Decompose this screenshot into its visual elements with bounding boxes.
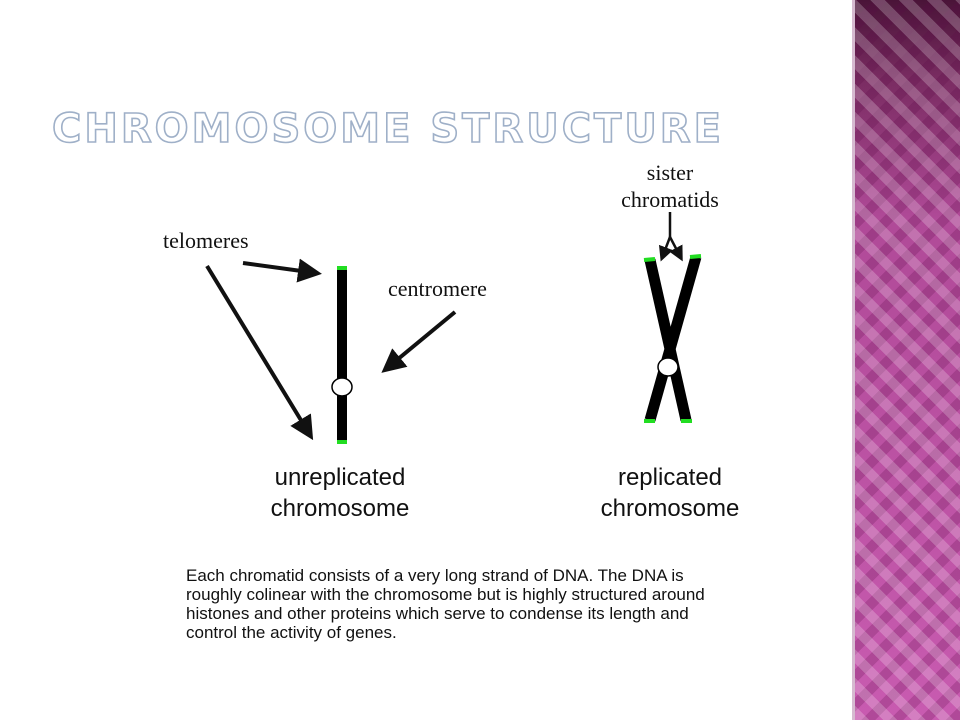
arrow-telomere-bottom	[205, 264, 314, 441]
label-replicated: replicated	[618, 464, 722, 491]
arrow-sister-right	[668, 236, 683, 262]
slide-title-graphic: Chromosome Structure	[51, 105, 722, 153]
chromatid-right	[644, 255, 702, 422]
decorative-side-strip	[855, 0, 960, 720]
label-centromere: centromere	[388, 276, 487, 301]
label-unreplicated-chromosome: chromosome	[271, 495, 410, 522]
label-unreplicated: unreplicated	[275, 464, 406, 491]
centromere	[657, 357, 679, 377]
centromere	[331, 377, 353, 397]
arrow-centromere	[381, 310, 457, 373]
label-telomeres: telomeres	[163, 228, 249, 253]
caption-paragraph: Each chromatid consists of a very long s…	[186, 566, 886, 642]
caption-line: control the activity of genes.	[186, 623, 397, 642]
telomere-left-top	[643, 257, 656, 262]
caption-line: histones and other proteins which serve …	[186, 604, 689, 623]
unreplicated-chromosome	[331, 266, 353, 444]
slide-title: Chromosome Structure	[52, 106, 724, 152]
arrow-sister-left	[658, 236, 674, 262]
label-chromatids: chromatids	[621, 187, 719, 212]
label-replicated-chromosome: chromosome	[601, 495, 740, 522]
caption-line: roughly colinear with the chromosome but…	[186, 585, 705, 604]
caption-line: Each chromatid consists of a very long s…	[186, 566, 684, 585]
replicated-chromosome	[643, 254, 702, 423]
label-sister: sister	[647, 160, 694, 185]
arrow-telomere-top	[242, 258, 322, 283]
side-strip-edge	[852, 0, 856, 720]
pointer-arrows	[205, 212, 683, 441]
telomere-right-top	[689, 254, 702, 259]
